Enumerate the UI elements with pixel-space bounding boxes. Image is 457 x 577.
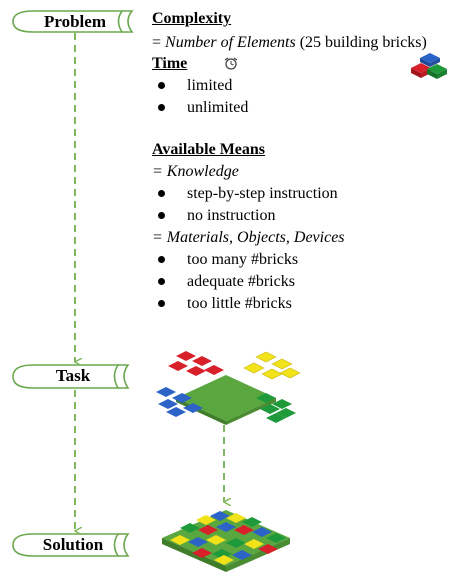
bullet-dot	[158, 256, 165, 263]
time-item-limited: limited	[187, 77, 233, 94]
green-bricks-group	[256, 393, 296, 423]
material-item-too-many: too many #bricks	[187, 251, 299, 268]
blue-bricks-group	[156, 387, 203, 417]
complexity-eq: =	[152, 34, 166, 51]
bullet-dot	[158, 300, 165, 307]
problem-node-shape	[12, 10, 134, 33]
task-node-label: Task	[55, 366, 91, 385]
green-base-plate	[176, 375, 276, 425]
bullet-dot	[158, 104, 165, 111]
bullet-dot	[158, 82, 165, 89]
knowledge-item-none: no instruction	[187, 207, 276, 224]
complexity-heading: Complexity	[152, 10, 232, 27]
means-knowledge: = Knowledge	[152, 163, 239, 180]
assembled-structure	[162, 510, 290, 572]
solution-node-shape	[12, 533, 130, 557]
material-item-too-little: too little #bricks	[187, 295, 292, 312]
alarm-clock-icon	[224, 57, 238, 70]
task-node-shape	[12, 364, 130, 389]
bullet-dot	[158, 278, 165, 285]
knowledge-item-step: step-by-step instruction	[187, 185, 338, 202]
time-item-unlimited: unlimited	[187, 99, 249, 116]
red-bricks-group	[168, 351, 224, 376]
time-heading: Time	[152, 55, 188, 72]
bullet-dot	[158, 190, 165, 197]
material-item-adequate: adequate #bricks	[187, 273, 295, 290]
complexity-definition: = Number of Elements (25 building bricks…	[152, 33, 427, 52]
means-materials: = Materials, Objects, Devices	[152, 229, 345, 246]
brick-stack-icon	[411, 53, 447, 79]
means-heading: Available Means	[152, 141, 266, 158]
bullet-dot	[158, 212, 165, 219]
complexity-eq-rest: (25 building bricks)	[295, 34, 427, 51]
solution-node-label: Solution	[42, 535, 104, 554]
yellow-bricks-group	[243, 351, 301, 380]
complexity-eq-italic: Number of Elements	[165, 34, 296, 51]
problem-node-label: Problem	[43, 12, 106, 31]
